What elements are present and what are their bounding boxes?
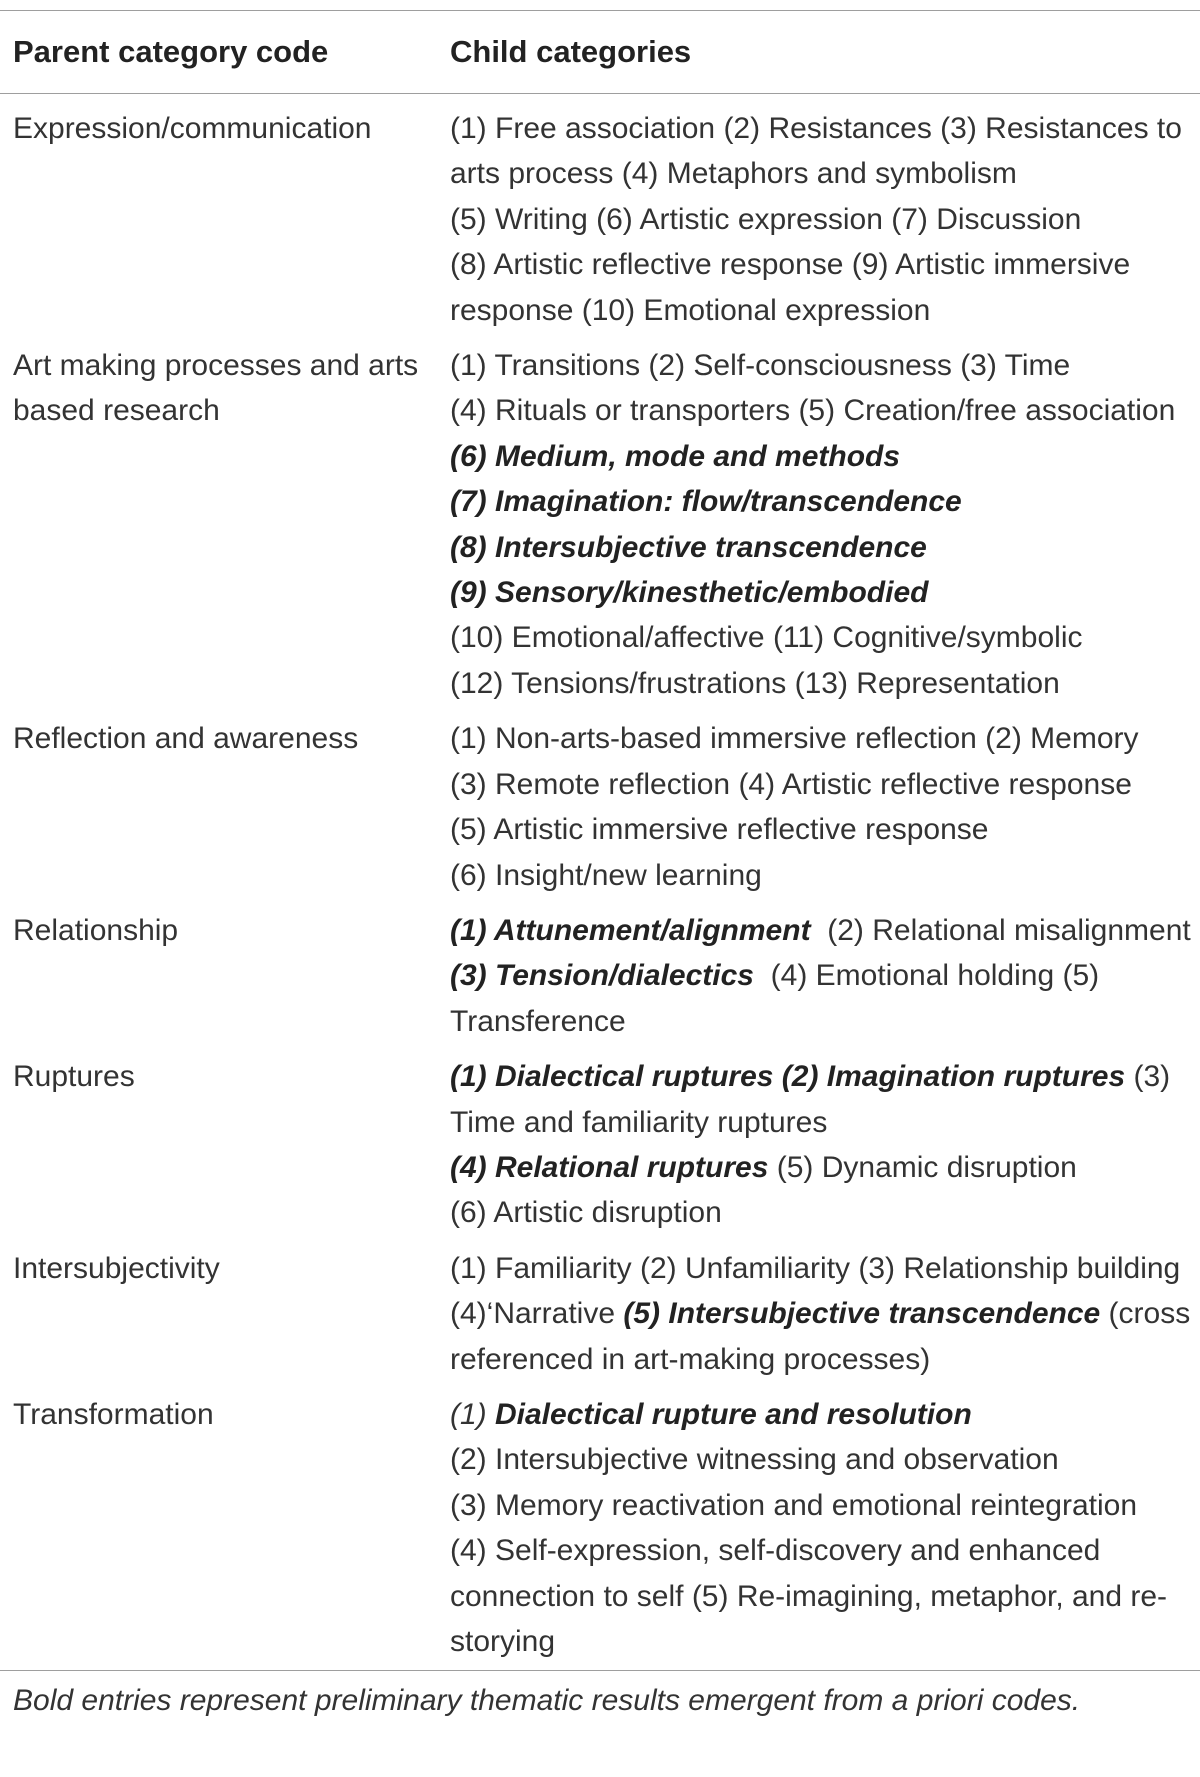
parent-category-cell: Intersubjectivity bbox=[13, 1251, 220, 1285]
child-category-line: (1) Dialectical rupture and resolution bbox=[450, 1392, 1196, 1437]
table-container: Parent category code Child categories Ex… bbox=[0, 10, 1200, 1721]
child-category-text: (cross referenced in art-making processe… bbox=[450, 1297, 1199, 1376]
table-row: Art making processes and arts based rese… bbox=[0, 343, 1200, 716]
child-category-text: (3) Remote reflection (4) Artistic refle… bbox=[450, 767, 1132, 801]
table-row: Ruptures (1) Dialectical ruptures (2) Ima… bbox=[0, 1054, 1200, 1246]
child-categories-cell: (1) Familiarity (2) Unfamiliarity (3) Re… bbox=[450, 1246, 1200, 1392]
bold-child-category: (8) Intersubjective transcendence bbox=[450, 530, 927, 564]
bold-child-category: (4) Relational ruptures bbox=[450, 1150, 769, 1184]
child-categories-cell: (1) Attunement/alignment (2) Relational … bbox=[450, 908, 1200, 1054]
bold-child-category: (1) Dialectical ruptures (2) Imagination… bbox=[450, 1060, 1126, 1094]
bold-child-category: (6) Medium, mode and methods bbox=[450, 439, 901, 473]
child-category-line: (7) Imagination: flow/transcendence bbox=[450, 479, 1196, 524]
child-category-text: (2) Intersubjective witnessing and obser… bbox=[450, 1443, 1059, 1477]
parent-category-cell: Art making processes and arts based rese… bbox=[13, 349, 419, 428]
child-category-line: (4) Rituals or transporters (5) Creation… bbox=[450, 388, 1196, 479]
parent-category-cell: Transformation bbox=[13, 1397, 214, 1431]
table-row: Expression/communication (1) Free associa… bbox=[0, 94, 1200, 344]
parent-category-cell: Reflection and awareness bbox=[13, 722, 359, 756]
parent-category-cell: Relationship bbox=[13, 913, 179, 947]
bold-child-category: (5) Intersubjective transcendence bbox=[623, 1297, 1101, 1331]
child-categories-cell: (1) Free association (2) Resistances (3)… bbox=[450, 94, 1200, 344]
child-category-line: (6) Artistic disruption bbox=[450, 1190, 1196, 1235]
parent-category-cell: Expression/communication bbox=[13, 112, 372, 145]
table-row: Intersubjectivity (1) Familiarity (2) Unf… bbox=[0, 1246, 1200, 1392]
categories-table: Parent category code Child categories Ex… bbox=[0, 10, 1200, 1671]
bold-child-category: (7) Imagination: flow/transcendence bbox=[450, 485, 962, 519]
table-row: Transformation (1) Dialectical rupture an… bbox=[0, 1392, 1200, 1671]
child-category-line: (3) Memory reactivation and emotional re… bbox=[450, 1483, 1196, 1528]
child-category-line: (2) Intersubjective witnessing and obser… bbox=[450, 1437, 1196, 1482]
child-category-text: (5) Artistic immersive reflective respon… bbox=[450, 813, 989, 847]
child-category-text: (5) Dynamic disruption bbox=[768, 1150, 1077, 1184]
child-category-text: (1) Free association (2) Resistances (3)… bbox=[450, 112, 1191, 191]
child-category-line: (5) Artistic immersive reflective respon… bbox=[450, 807, 1196, 852]
child-category-line: (8) Artistic reflective response (9) Art… bbox=[450, 242, 1196, 333]
child-categories-cell: (1) Non-arts-based immersive reflection … bbox=[450, 716, 1200, 908]
child-category-text: (8) Artistic reflective response (9) Art… bbox=[450, 248, 1139, 327]
child-category-line: (4) Self-expression, self-discovery and … bbox=[450, 1528, 1196, 1664]
child-category-text: (1) Familiarity (2) Unfamiliarity (3) Re… bbox=[450, 1251, 1189, 1331]
child-category-line: (6) Insight/new learning bbox=[450, 853, 1196, 898]
child-category-text: (3) Time and familiarity ruptures bbox=[450, 1060, 1178, 1139]
child-category-text: (1) Non-arts-based immersive reflection … bbox=[450, 722, 1139, 756]
child-category-line: (10) Emotional/affective (11) Cognitive/… bbox=[450, 615, 1196, 660]
child-category-line: (1) Non-arts-based immersive reflection … bbox=[450, 716, 1196, 761]
header-row: Parent category code Child categories bbox=[0, 10, 1200, 94]
child-category-line: (1) Attunement/alignment (2) Relational … bbox=[450, 908, 1196, 1044]
child-categories-cell: (1) Dialectical rupture and resolution (2… bbox=[450, 1392, 1200, 1671]
child-category-text: (4) Self-expression, self-discovery and … bbox=[450, 1534, 1168, 1658]
bold-child-category: (3) Tension/dialectics bbox=[450, 959, 754, 993]
header-child-categories: Child categories bbox=[450, 34, 692, 69]
child-category-text: (6) Insight/new learning bbox=[450, 858, 762, 892]
table-body: Expression/communication (1) Free associa… bbox=[0, 94, 1200, 1671]
table-footnote: Bold entries represent preliminary thema… bbox=[13, 1684, 1081, 1718]
child-category-text: (1) bbox=[450, 1397, 495, 1431]
header-parent-category: Parent category code bbox=[13, 34, 329, 69]
child-category-line: (5) Writing (6) Artistic expression (7) … bbox=[450, 197, 1196, 242]
child-category-text: (6) Artistic disruption bbox=[450, 1196, 722, 1230]
child-category-line: (4) Relational ruptures (5) Dynamic disr… bbox=[450, 1145, 1196, 1190]
table-row: Reflection and awareness (1) Non-arts-bas… bbox=[0, 716, 1200, 908]
child-categories-cell: (1) Dialectical ruptures (2) Imagination… bbox=[450, 1054, 1200, 1246]
child-category-text: (10) Emotional/affective (11) Cognitive/… bbox=[450, 621, 1083, 655]
child-category-line: (1) Dialectical ruptures (2) Imagination… bbox=[450, 1054, 1196, 1145]
child-category-line: (9) Sensory/kinesthetic/embodied bbox=[450, 570, 1196, 615]
table-row: Relationship (1) Attunement/alignment (2)… bbox=[0, 908, 1200, 1054]
parent-category-cell: Ruptures bbox=[13, 1060, 135, 1094]
child-category-line: (3) Remote reflection (4) Artistic refle… bbox=[450, 762, 1196, 807]
child-category-text: (5) Writing (6) Artistic expression (7) … bbox=[450, 202, 1082, 236]
bold-child-category: (9) Sensory/kinesthetic/embodied bbox=[450, 576, 929, 610]
child-categories-cell: (1) Transitions (2) Self-consciousness (… bbox=[450, 343, 1200, 716]
child-category-text: (4) Rituals or transporters (5) Creation… bbox=[450, 394, 1184, 428]
child-category-line: (8) Intersubjective transcendence bbox=[450, 525, 1196, 570]
child-category-line: (1) Familiarity (2) Unfamiliarity (3) Re… bbox=[450, 1246, 1196, 1382]
child-category-text: (12) Tensions/frustrations (13) Represen… bbox=[450, 666, 1060, 700]
bold-child-category: (1) Attunement/alignment bbox=[450, 913, 811, 947]
child-category-line: (1) Free association (2) Resistances (3)… bbox=[450, 106, 1196, 197]
child-category-text: (4) Emotional holding (5) Transference bbox=[450, 959, 1107, 1038]
bold-child-category: Dialectical rupture and resolution bbox=[495, 1397, 972, 1431]
child-category-text: (2) Relational misalignment bbox=[810, 913, 1200, 947]
child-category-line: (1) Transitions (2) Self-consciousness (… bbox=[450, 343, 1196, 388]
child-category-text: (3) Memory reactivation and emotional re… bbox=[450, 1488, 1137, 1522]
child-category-line: (12) Tensions/frustrations (13) Represen… bbox=[450, 661, 1196, 706]
child-category-text: (1) Transitions (2) Self-consciousness (… bbox=[450, 349, 1071, 383]
